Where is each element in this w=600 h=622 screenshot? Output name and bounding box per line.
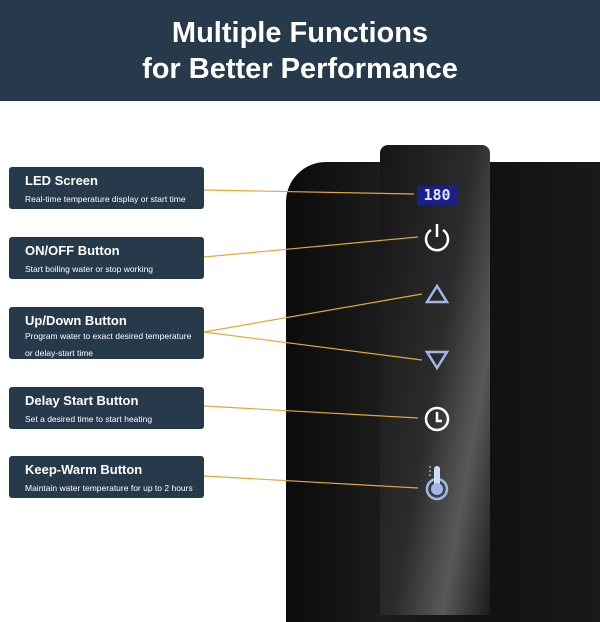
led-screen: 180 bbox=[417, 186, 457, 205]
feature-on-off: ON/OFF Button Start boiling water or sto… bbox=[9, 237, 204, 279]
feature-keep-warm: Keep-Warm Button Maintain water temperat… bbox=[9, 456, 204, 498]
callout-line-power bbox=[203, 236, 419, 258]
feature-title: Delay Start Button bbox=[25, 393, 139, 408]
power-icon bbox=[424, 224, 450, 252]
headline-line1: Multiple Functions bbox=[171, 17, 429, 49]
up-arrow-icon bbox=[424, 283, 450, 304]
banner-header: Multiple Functions for Better Performanc… bbox=[0, 0, 600, 101]
feature-title: Up/Down Button bbox=[25, 313, 127, 328]
callout-line-led bbox=[203, 189, 415, 195]
callout-line-up bbox=[203, 293, 423, 333]
feature-desc: Real-time temperature display or start t… bbox=[25, 194, 186, 204]
feature-title: LED Screen bbox=[25, 173, 98, 188]
callout-line-delay bbox=[203, 405, 419, 419]
feature-desc: Program water to exact desired temperatu… bbox=[25, 331, 192, 358]
clock-icon bbox=[424, 406, 450, 432]
control-panel bbox=[380, 145, 490, 615]
feature-led-screen: LED Screen Real-time temperature display… bbox=[9, 167, 204, 209]
feature-delay-start: Delay Start Button Set a desired time to… bbox=[9, 387, 204, 429]
feature-title: Keep-Warm Button bbox=[25, 462, 143, 477]
headline-line2: for Better Performance bbox=[142, 53, 458, 85]
feature-title: ON/OFF Button bbox=[25, 243, 120, 258]
down-arrow-icon bbox=[424, 350, 450, 371]
callout-lines bbox=[203, 189, 450, 501]
feature-desc: Set a desired time to start heating bbox=[25, 414, 153, 424]
callout-line-down bbox=[203, 331, 423, 361]
feature-desc: Maintain water temperature for up to 2 h… bbox=[25, 483, 193, 493]
feature-up-down: Up/Down Button Program water to exact de… bbox=[9, 307, 204, 359]
callout-line-warm bbox=[203, 475, 419, 489]
feature-desc: Start boiling water or stop working bbox=[25, 264, 154, 274]
thermometer-icon bbox=[425, 466, 449, 501]
